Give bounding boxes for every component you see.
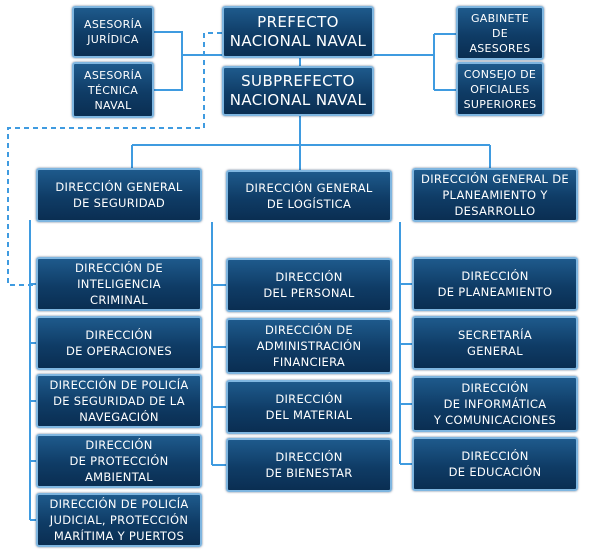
node-asesoria-juridica: ASESORÍA JURÍDICA xyxy=(72,6,154,58)
node-d-policia-judicial: DIRECCIÓN DE POLICÍA JUDICIAL, PROTECCIÓ… xyxy=(36,493,202,547)
node-d-inteligencia: DIRECCIÓN DE INTELIGENCIA CRIMINAL xyxy=(36,257,202,311)
dashed-connector xyxy=(7,32,222,286)
node-d-educacion: DIRECCIÓN DE EDUCACIÓN xyxy=(412,437,578,491)
node-dg-seguridad: DIRECCIÓN GENERAL DE SEGURIDAD xyxy=(36,168,202,222)
node-prefecto: PREFECTO NACIONAL NAVAL xyxy=(222,6,374,58)
node-d-informatica: DIRECCIÓN DE INFORMÁTICA Y COMUNICACIONE… xyxy=(412,376,578,432)
node-dg-planeamiento: DIRECCIÓN GENERAL DE PLANEAMIENTO Y DESA… xyxy=(412,168,578,222)
connector-juridica xyxy=(152,31,222,56)
node-d-bienestar: DIRECCIÓN DE BIENESTAR xyxy=(226,438,392,492)
node-d-administracion: DIRECCIÓN DE ADMINISTRACIÓN FINANCIERA xyxy=(226,318,392,374)
connector-dg-drops xyxy=(131,145,491,170)
connector-mid-ticks xyxy=(212,284,226,466)
node-d-operaciones: DIRECCIÓN DE OPERACIONES xyxy=(36,316,202,370)
node-d-proteccion: DIRECCIÓN DE PROTECCIÓN AMBIENTAL xyxy=(36,434,202,488)
node-d-material: DIRECCIÓN DEL MATERIAL xyxy=(226,380,392,434)
node-d-personal: DIRECCIÓN DEL PERSONAL xyxy=(226,258,392,312)
node-secretaria: SECRETARÍA GENERAL xyxy=(412,316,578,370)
node-consejo: CONSEJO DE OFICIALES SUPERIORES xyxy=(456,62,544,116)
node-d-policia-seguridad: DIRECCIÓN DE POLICÍA DE SEGURIDAD DE LA … xyxy=(36,374,202,428)
connector-right-ticks xyxy=(400,283,412,465)
connector-tecnica xyxy=(152,55,183,91)
connector-gabinete xyxy=(433,33,456,91)
node-subprefecto: SUBPREFECTO NACIONAL NAVAL xyxy=(222,66,374,116)
node-asesoria-tecnica: ASESORÍA TÉCNICA NAVAL xyxy=(72,62,154,118)
node-dg-logistica: DIRECCIÓN GENERAL DE LOGÍSTICA xyxy=(226,170,392,222)
node-gabinete: GABINETE DE ASESORES xyxy=(456,6,544,60)
node-d-planeamiento: DIRECCIÓN DE PLANEAMIENTO xyxy=(412,257,578,311)
